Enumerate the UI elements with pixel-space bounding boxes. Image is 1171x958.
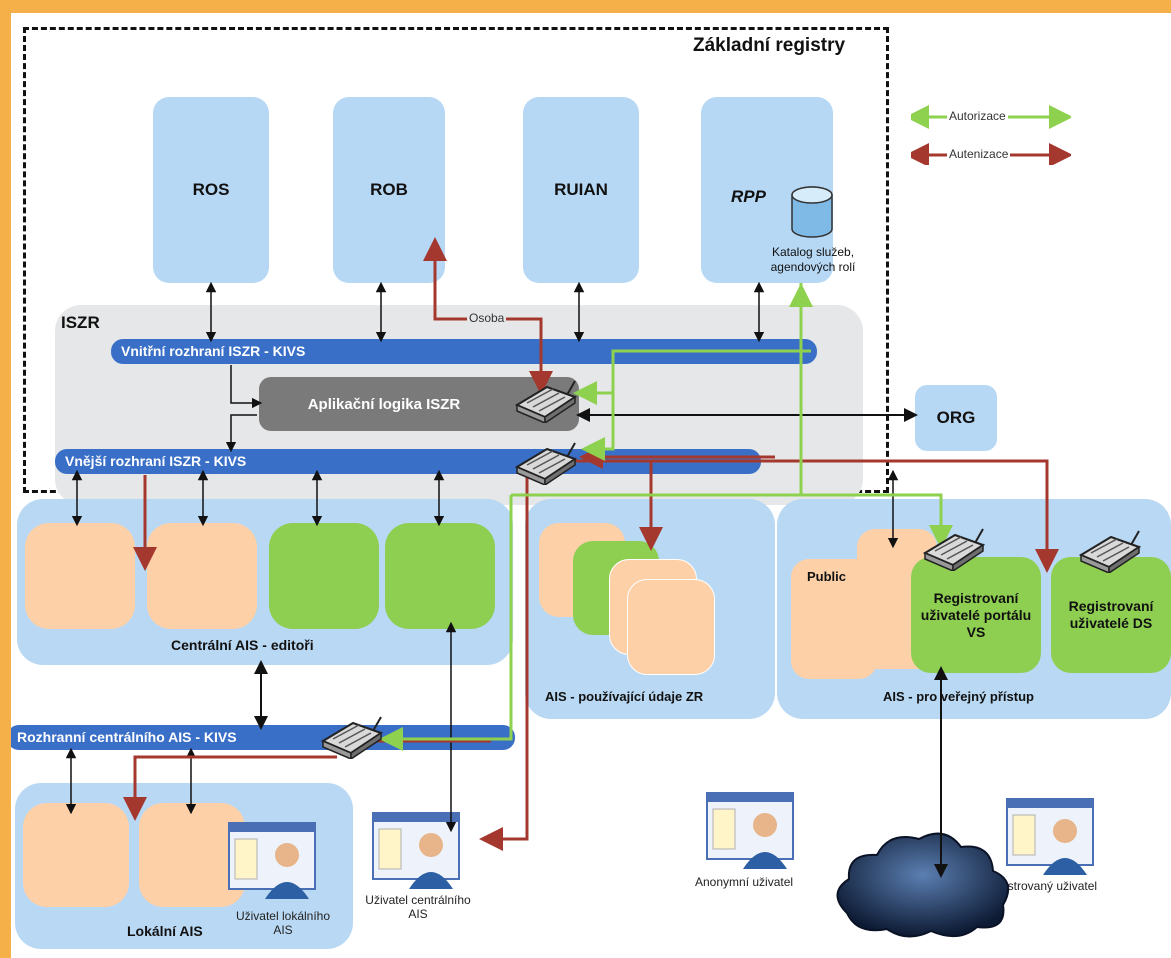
database-icon (791, 186, 833, 238)
central-ais-app-1 (25, 523, 135, 629)
registry-rob-label: ROB (370, 180, 408, 199)
registered-user-label: Registrovaný uživatel (983, 879, 1098, 893)
registered-user-icon (1006, 798, 1094, 875)
iszr-title: ISZR (61, 313, 100, 332)
public-label: Public (807, 569, 847, 584)
registry-ruian: RUIAN (523, 97, 639, 283)
router-icon-central (320, 716, 383, 759)
local-ais-label: Lokální AIS (127, 923, 203, 939)
router-icon-ds (1078, 530, 1141, 573)
central-user-label: Uživatel centrálního AIS (365, 893, 471, 921)
central-ais-app-3 (269, 523, 379, 629)
anonymous-user-label: Anonymní uživatel (695, 875, 794, 889)
ais-public-app (791, 559, 877, 679)
ais-zr-label: AIS - používající údaje ZR (545, 689, 704, 704)
legend: Autorizace Autenizace (905, 105, 1073, 167)
ais-public-label: AIS - pro veřejný přístup (883, 689, 1034, 704)
router-icon-external (514, 442, 577, 485)
router-icon-app-logic (514, 380, 577, 423)
central-ais-app-2 (147, 523, 257, 629)
reg-ds-label: Registrovaní uživatelé DS (1068, 598, 1154, 631)
anonymous-user-icon (706, 792, 794, 869)
registry-ros-label: ROS (192, 180, 230, 199)
local-ais-app-1 (23, 803, 129, 907)
local-ais-user-label: Uživatel lokálního AIS (235, 909, 331, 937)
iszr-external-interface: Vnější rozhraní ISZR - KIVS (55, 449, 761, 474)
registry-rpp-label: RPP (731, 187, 766, 206)
legend-label-autenizace: Autenizace (947, 147, 1011, 161)
org-box: ORG (915, 385, 997, 451)
registry-ros: ROS (153, 97, 269, 283)
registry-ruian-label: RUIAN (554, 180, 608, 199)
internet-cloud-icon (836, 832, 1010, 938)
frame-title: Základní registry (693, 35, 846, 56)
connections (65, 237, 1059, 878)
central-ais-app-4 (385, 523, 495, 629)
iszr-app-logic-label: Aplikační logika ISZR (307, 395, 461, 413)
router-icon-portal (922, 528, 985, 571)
local-user-icon (228, 822, 316, 899)
diagram-canvas: Základní registry Autorizace Autenizace … (11, 13, 1171, 958)
reg-ds-box: Registrovaní uživatelé DS (1051, 557, 1171, 673)
central-user-icon (372, 812, 460, 889)
reg-portal-box: Registrovaní uživatelé portálu VS (911, 557, 1041, 673)
org-label: ORG (936, 408, 976, 427)
ais-zr-app-4 (627, 579, 715, 675)
legend-label-autorizace: Autorizace (947, 109, 1008, 123)
osoba-label: Osoba (467, 311, 507, 325)
catalog-label: Katalog služeb, agendových rolí (770, 245, 856, 274)
reg-portal-label: Registrovaní uživatelé portálu VS (920, 589, 1032, 640)
local-ais-app-2 (139, 803, 245, 907)
central-ais-label: Centrální AIS - editoři (171, 637, 314, 653)
